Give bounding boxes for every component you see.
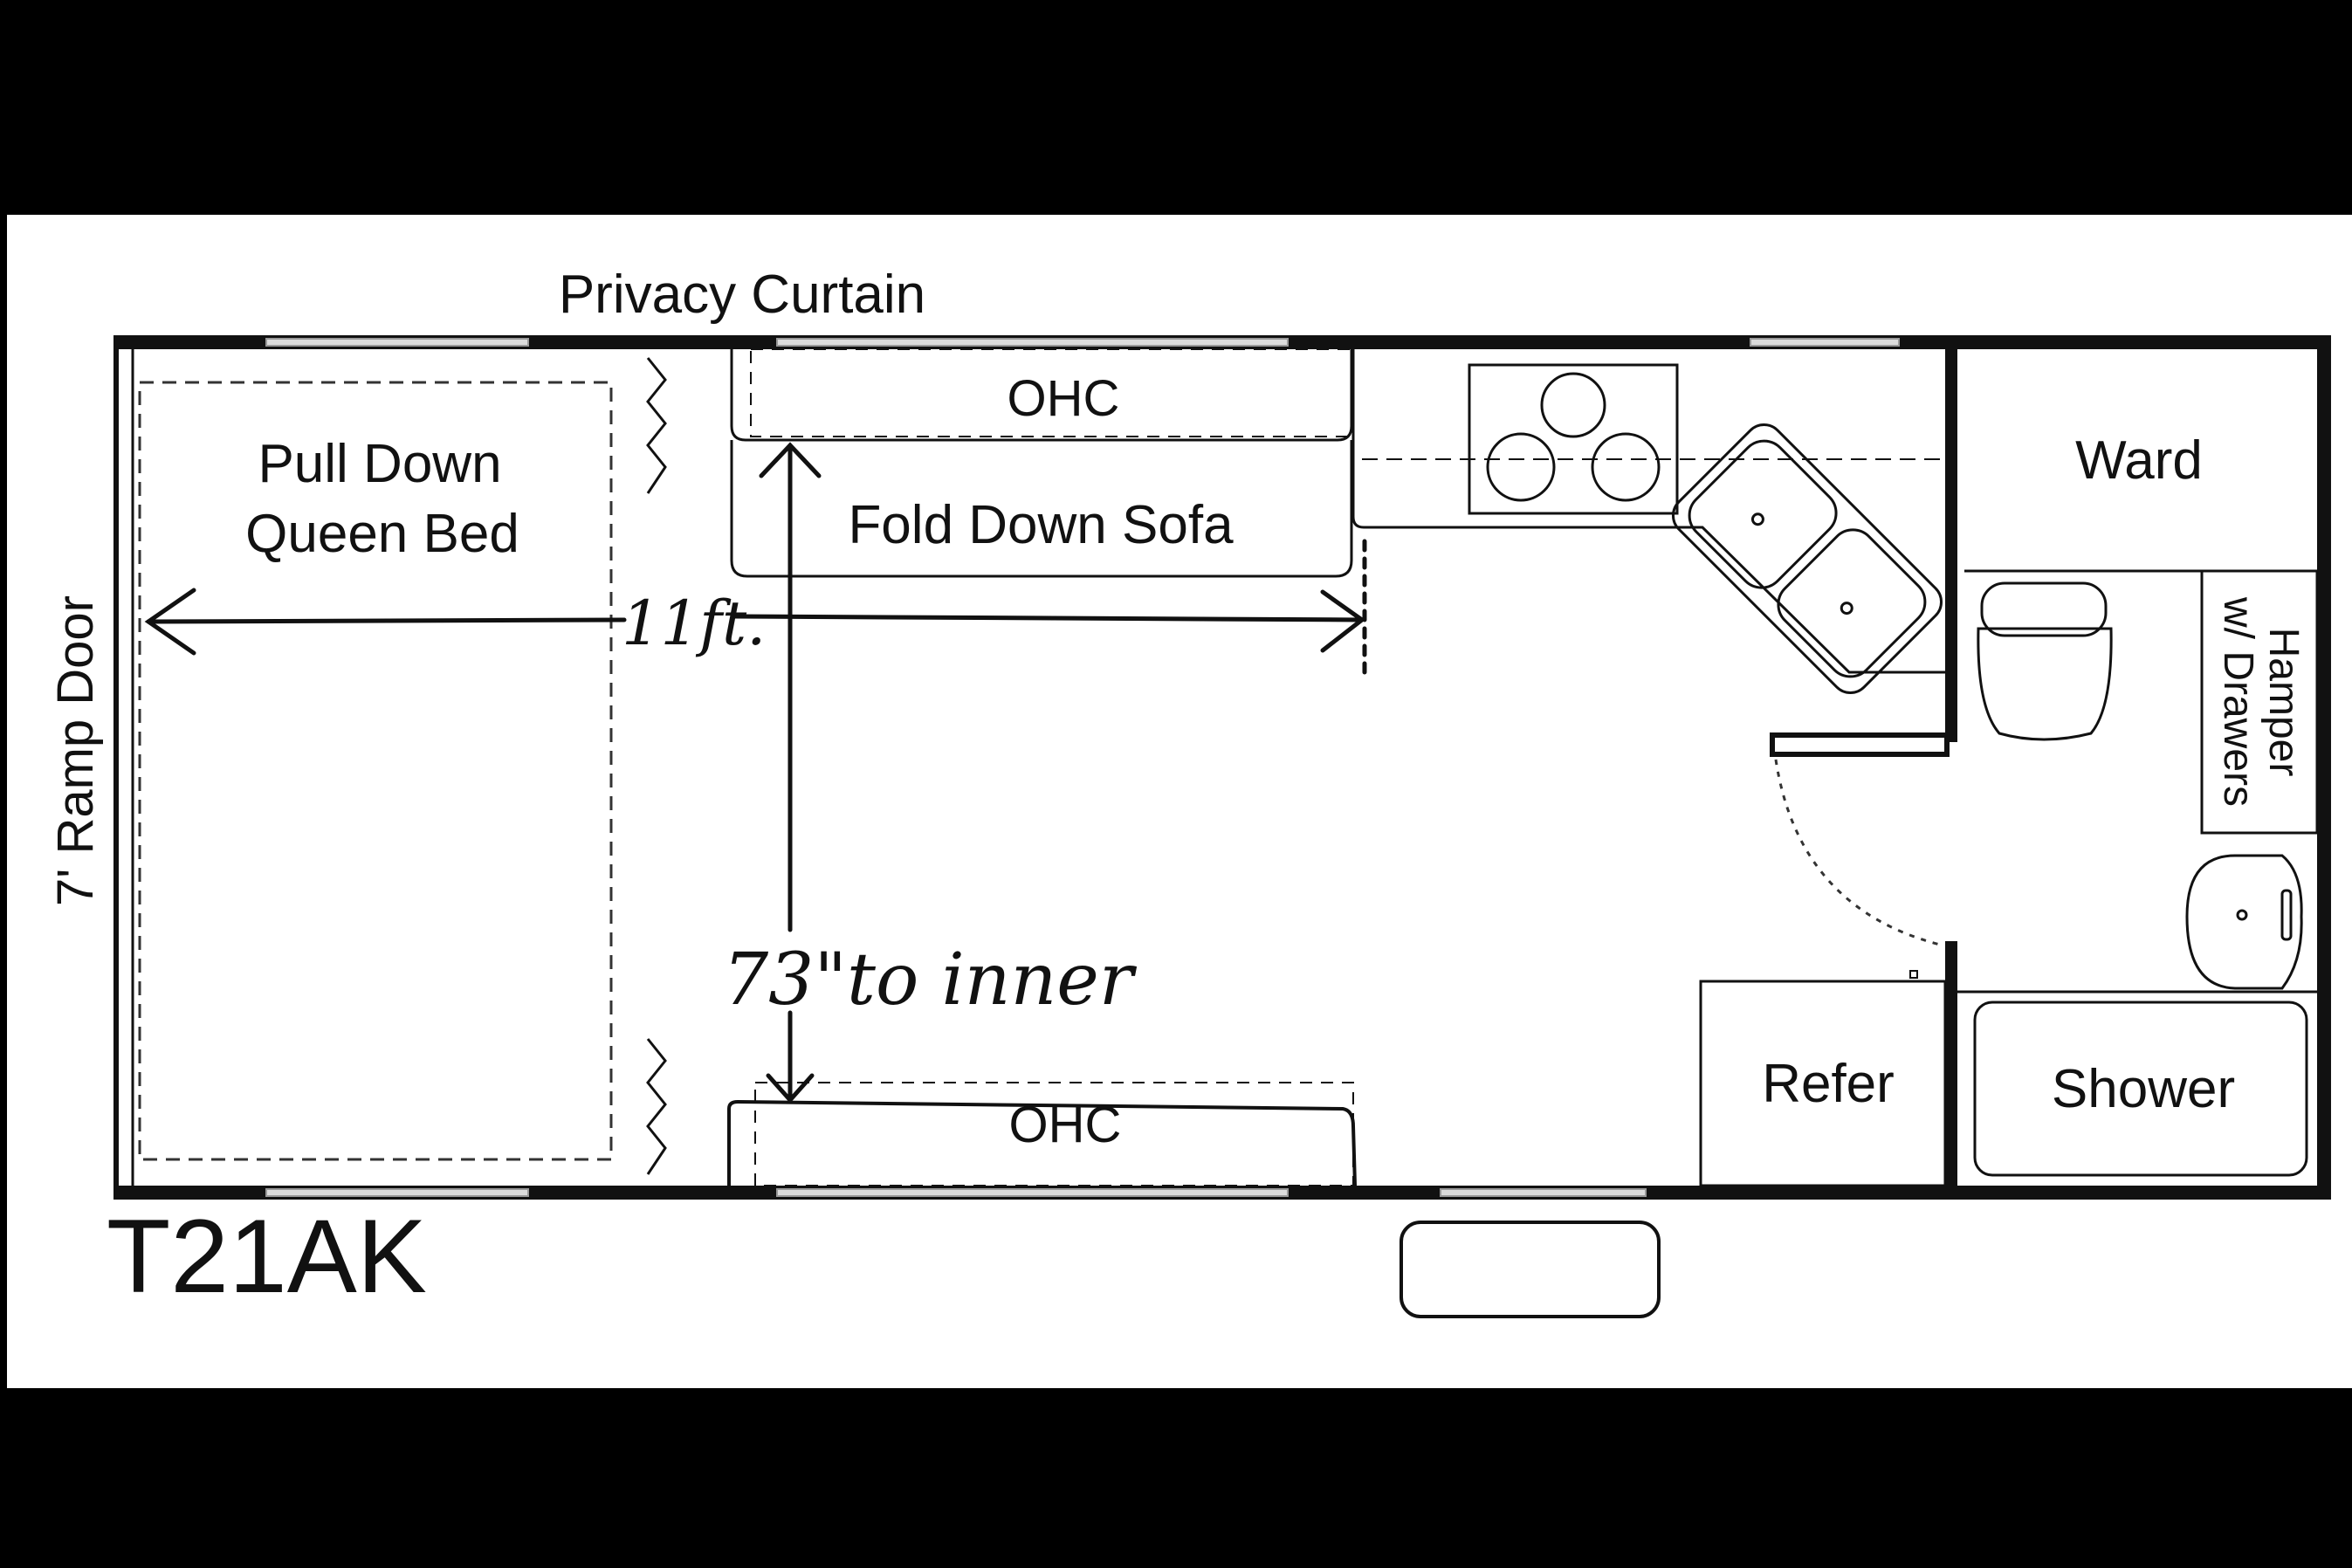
length-annotation: 11ft. (622, 588, 766, 659)
entry-step (1400, 1221, 1661, 1318)
window-top-left (265, 338, 529, 347)
width-annotation: 73"to inner (723, 939, 1138, 1021)
bath-door-swing (1774, 759, 1941, 946)
burner-2 (1486, 432, 1556, 502)
windows (265, 338, 1900, 1197)
hamper-label-line2: w/ Drawers (2215, 596, 2261, 807)
burner-1 (1540, 372, 1606, 438)
privacy-curtain-zigzag (646, 357, 667, 1175)
fold-down-sofa (730, 440, 1353, 578)
kitchen-counter (1351, 349, 1945, 674)
window-top-middle (776, 338, 1289, 347)
bathroom-walls (1945, 349, 1957, 1186)
refrigerator (1699, 980, 1947, 1187)
queen-bed-outline (138, 381, 613, 1161)
shower-stall (1957, 990, 2317, 1177)
queen-bed-label-line2: Queen Bed (245, 504, 519, 564)
width-dimension-arrow (759, 442, 822, 1104)
ohc-bottom-label: OHC (1009, 1097, 1122, 1153)
hamper-label-line1: Hamper (2260, 628, 2307, 777)
shower-label: Shower (2052, 1059, 2235, 1119)
lavatory-sink-icon (2185, 854, 2303, 990)
window-top-right (1750, 338, 1900, 347)
model-number: T21AK (107, 1198, 427, 1315)
ohc-bottom-cabinet (727, 1082, 1357, 1186)
sofa-label: Fold Down Sofa (848, 495, 1234, 555)
queen-bed-label-line1: Pull Down (258, 434, 501, 494)
length-dimension-arrow (144, 539, 1367, 677)
ramp-door-label: 7' Ramp Door (47, 595, 104, 906)
double-sink (1671, 423, 1943, 695)
burner-3 (1591, 432, 1661, 502)
ohc-top-cabinet (730, 348, 1353, 442)
partition-stub (1770, 732, 1950, 757)
ohc-top-label: OHC (1008, 370, 1120, 427)
toilet-icon (1977, 581, 2113, 741)
hamper-cabinet (2200, 569, 2319, 835)
window-bottom-middle (776, 1188, 1289, 1197)
privacy-curtain-label: Privacy Curtain (559, 265, 925, 325)
window-bottom-right (1440, 1188, 1647, 1197)
ward-label: Ward (2075, 430, 2203, 491)
refer-label: Refer (1762, 1054, 1895, 1114)
window-bottom-left (265, 1188, 529, 1197)
stove (1468, 363, 1679, 515)
